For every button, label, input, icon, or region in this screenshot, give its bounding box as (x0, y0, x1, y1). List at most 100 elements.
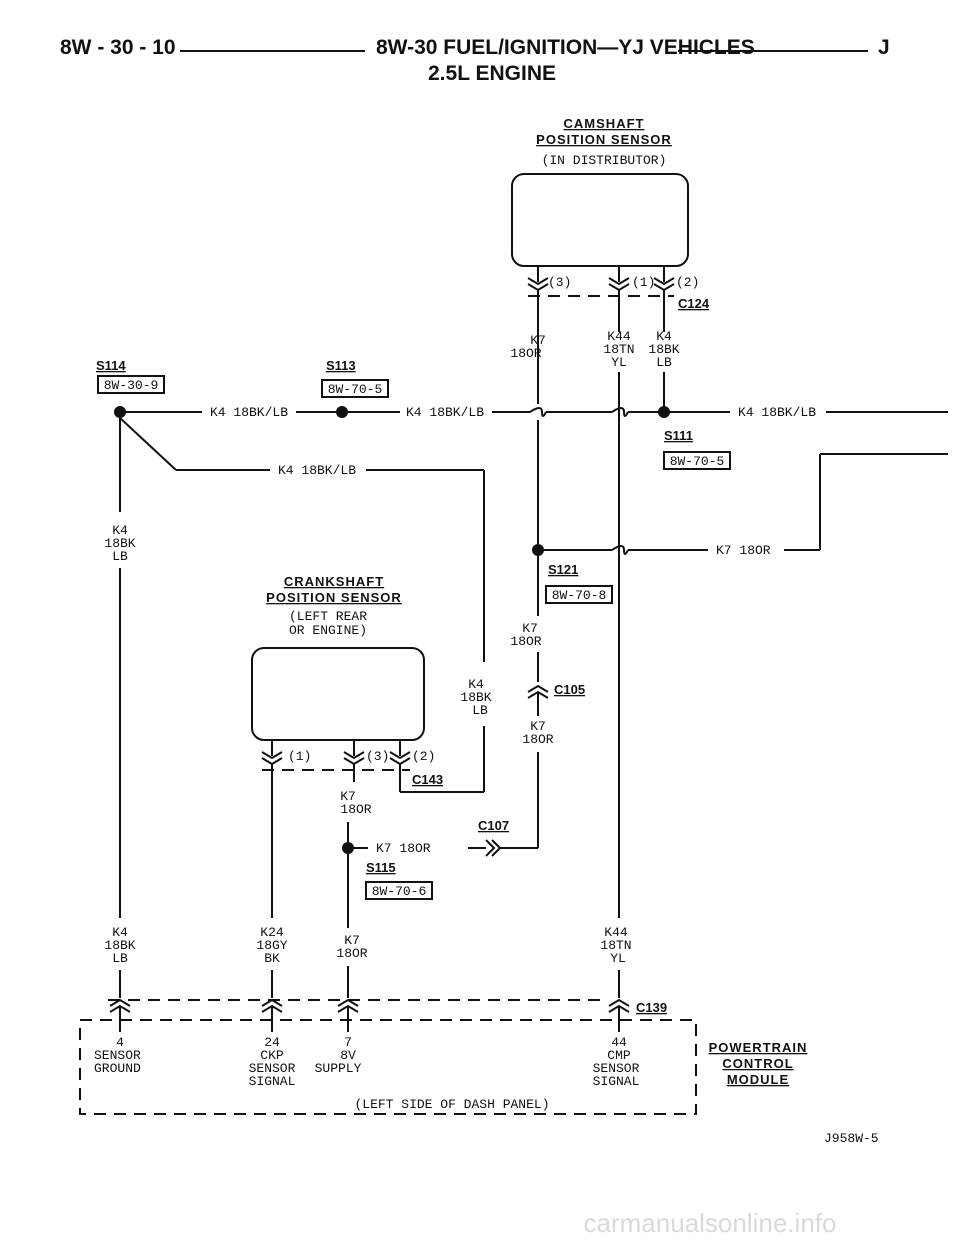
k44-crossover-hop-1 (611, 407, 629, 417)
s111-splice-dot (658, 406, 670, 418)
c143-label: C143 (412, 772, 443, 787)
s121-ref: 8W-70-8 (552, 588, 607, 603)
s113-ref: 8W-70-5 (328, 382, 383, 397)
pcm-title-3: MODULE (727, 1072, 789, 1087)
cam-pin-label-3: (3) (548, 275, 571, 290)
k24-gauge: 18GY (256, 938, 287, 953)
k7-label-4: K7 (344, 933, 360, 948)
crank-k7-label: K7 (340, 789, 356, 804)
camshaft-location: (IN DISTRIBUTOR) (542, 153, 667, 168)
pcm-pin-44-num: 44 (611, 1035, 627, 1050)
crankshaft-sensor-box (251, 647, 425, 741)
watermark: carmanualsonline.info (584, 1208, 837, 1238)
page-subtitle: 2.5L ENGINE (428, 62, 556, 85)
k7-label-3: K7 (530, 719, 546, 734)
left-k4-lb-2: LB (112, 951, 128, 966)
s111-ref-box (663, 451, 731, 470)
k7-gauge-2: 18OR (510, 634, 541, 649)
cam-pin-label-2: (2) (676, 275, 699, 290)
k7-wire-label-2: K7 18OR (376, 841, 431, 856)
cam-k44-gauge: 18TN (603, 342, 634, 357)
cam-pin-1 (608, 266, 630, 332)
pcm-pin-24-l1: CKP (260, 1048, 284, 1063)
c105-connector (527, 684, 549, 716)
k4-wire-label-2: K4 18BK/LB (406, 405, 484, 420)
k4-wire-label-1: K4 18BK/LB (210, 405, 288, 420)
cam-k7-label: K7 (530, 333, 546, 348)
c107-label: C107 (478, 818, 509, 833)
c107-connector-b (485, 839, 496, 857)
k24-bk: BK (264, 951, 280, 966)
pcm-pin-24-l3: SIGNAL (249, 1074, 296, 1089)
c124-label: C124 (678, 296, 710, 311)
pcm-pin-44-l1: CMP (607, 1048, 631, 1063)
header-rule-left (180, 50, 365, 52)
pcm-pin-7-l2: SUPPLY (315, 1061, 362, 1076)
pcm-pin-24-num: 24 (264, 1035, 280, 1050)
cam-k44-label: K44 (607, 329, 631, 344)
figure-id: J958W-5 (824, 1131, 879, 1146)
c139-pin-k7 (337, 998, 359, 1032)
left-k4-gauge-1: 18BK (104, 536, 135, 551)
s113-splice-dot (336, 406, 348, 418)
k7-crossover-hop-1 (529, 407, 547, 417)
s114-splice-dot (114, 406, 126, 418)
s111-label: S111 (664, 428, 693, 443)
crank-pin-1 (261, 740, 283, 918)
camshaft-title-1: CAMSHAFT (564, 116, 645, 131)
pcm-pin-24-l2: SENSOR (249, 1061, 296, 1076)
left-k4-label-1: K4 (112, 523, 128, 538)
camshaft-title-2: POSITION SENSOR (536, 132, 672, 147)
crankshaft-title-2: POSITION SENSOR (266, 590, 402, 605)
s121-splice-dot (532, 544, 544, 556)
s115-ref: 8W-70-6 (372, 884, 427, 899)
cam-k44-yl: YL (611, 355, 627, 370)
crank-pin-label-3: (3) (366, 749, 389, 764)
cam-k4-lb: LB (656, 355, 672, 370)
k44-gauge-2: 18TN (600, 938, 631, 953)
c139-label: C139 (636, 1000, 667, 1015)
pcm-pin-4-num: 4 (116, 1035, 124, 1050)
s121-ref-box (545, 585, 613, 604)
c105-label: C105 (554, 682, 585, 697)
c107-connector-a (491, 839, 502, 857)
pcm-pin-44-l3: SIGNAL (593, 1074, 640, 1089)
crankshaft-title-1: CRANKSHAFT (284, 574, 384, 589)
crankshaft-location-2: OR ENGINE) (289, 623, 367, 638)
c139-pin-k44 (608, 998, 630, 1032)
header-rule-right (678, 50, 868, 52)
k7-gauge-4: 18OR (336, 946, 367, 961)
s114-ref-box (97, 375, 165, 394)
vehicle-code: J (878, 36, 890, 59)
camshaft-sensor-box (511, 173, 689, 267)
pcm-title-1: POWERTRAIN (709, 1040, 808, 1055)
c139-pin-k24 (261, 998, 283, 1032)
k24-label: K24 (260, 925, 284, 940)
pcm-dashed-box (79, 1019, 697, 1115)
page-title: 8W-30 FUEL/IGNITION—YJ VEHICLES (376, 36, 755, 59)
s115-splice-dot (342, 842, 354, 854)
pcm-location: (LEFT SIDE OF DASH PANEL) (354, 1097, 549, 1112)
pcm-pin-4-l1: SENSOR (94, 1048, 141, 1063)
crank-k4-gauge: 18BK (460, 690, 491, 705)
s114-label: S114 (96, 358, 126, 373)
s113-ref-box (321, 379, 389, 398)
cam-pin-2 (653, 266, 675, 332)
k7-label-2: K7 (522, 621, 538, 636)
s121-label: S121 (548, 562, 578, 577)
left-k4-lb-1: LB (112, 549, 128, 564)
cam-pin-3 (527, 266, 549, 372)
s115-ref-box (365, 881, 433, 900)
pcm-pin-4-l2: GROUND (94, 1061, 141, 1076)
cam-k4-gauge: 18BK (648, 342, 679, 357)
k44-crossover-hop-2 (611, 545, 629, 555)
k7-gauge-3: 18OR (522, 732, 553, 747)
s114-ref: 8W-30-9 (104, 378, 159, 393)
crank-k7-gauge: 18OR (340, 802, 371, 817)
left-k4-gauge-2: 18BK (104, 938, 135, 953)
crank-pin-label-1: (1) (288, 749, 311, 764)
crank-k4-lb: LB (472, 703, 488, 718)
pcm-pin-44-l2: SENSOR (593, 1061, 640, 1076)
pcm-pin-7-l1: 8V (340, 1048, 356, 1063)
